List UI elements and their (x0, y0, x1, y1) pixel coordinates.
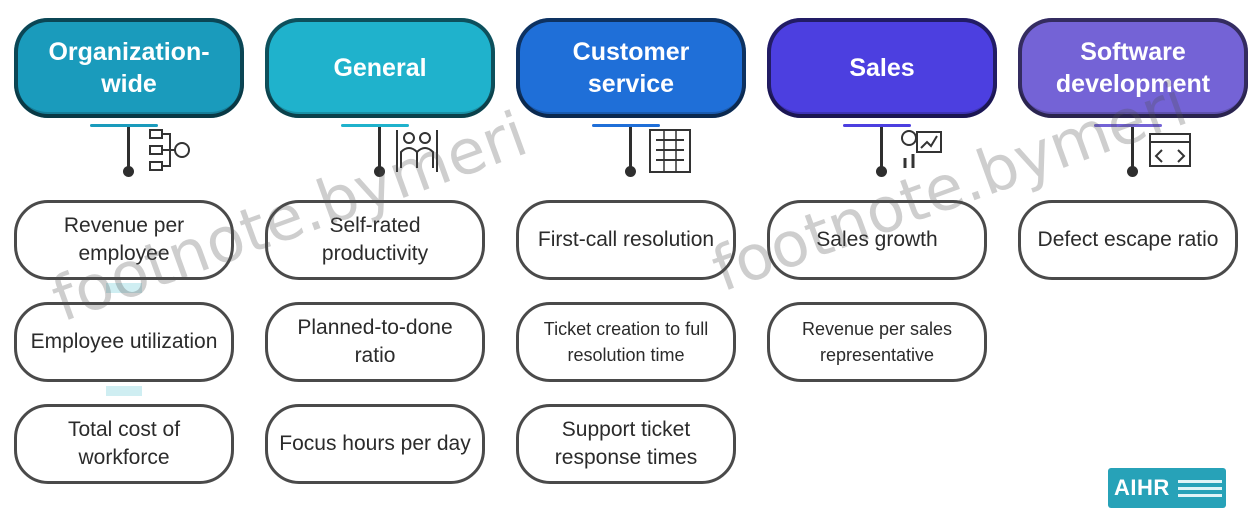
header-underline (90, 124, 158, 127)
connector-dot (123, 166, 134, 177)
connector-stem (127, 127, 130, 170)
category-title: Software development (1055, 38, 1211, 98)
category-title: General (333, 54, 427, 82)
connector-dot (876, 166, 887, 177)
metric-employee-utilization: Employee utilization (14, 302, 234, 382)
category-title: Sales (849, 54, 915, 82)
sales-chart-icon (901, 130, 942, 168)
pill-connector (106, 386, 142, 396)
column-sales: Sales Sales growth Revenue per sales rep… (767, 0, 997, 514)
header-underline (843, 124, 911, 127)
category-title: Organization-wide (48, 38, 210, 98)
metric-sales-growth: Sales growth (767, 200, 987, 280)
category-header-general: General (265, 18, 495, 118)
metric-label: Employee utilization (30, 330, 218, 353)
metric-revenue-per-sales-representative: Revenue per sales representative (767, 302, 987, 382)
connector-stem (629, 127, 632, 170)
metric-label: Support ticket response times (554, 418, 698, 469)
connector-dot (374, 166, 385, 177)
metric-revenue-per-employee: Revenue per employee (14, 200, 234, 280)
metric-label: First-call resolution (537, 228, 715, 251)
metric-label: Revenue per employee (63, 214, 185, 265)
org-chart-icon (149, 129, 190, 171)
connector-dot (1127, 166, 1138, 177)
metric-first-call-resolution: First-call resolution (516, 200, 736, 280)
category-header-organization-wide: Organization-wide (14, 18, 244, 118)
category-header-sales: Sales (767, 18, 997, 118)
ticket-list-icon (649, 129, 691, 173)
logo-lines (1177, 476, 1222, 501)
connector-dot (625, 166, 636, 177)
connector-stem (378, 127, 381, 170)
aihr-logo: AIHR (1108, 468, 1226, 508)
column-customer-service: Customer service First-call resolution T… (516, 0, 746, 514)
metric-label: Ticket creation to full resolution time (543, 319, 709, 365)
code-window-icon (1149, 133, 1191, 167)
metric-focus-hours-per-day: Focus hours per day (265, 404, 485, 484)
metric-support-ticket-response-times: Support ticket response times (516, 404, 736, 484)
header-underline (592, 124, 660, 127)
header-underline (1094, 124, 1162, 127)
logo-text: AIHR (1114, 475, 1170, 500)
column-organization-wide: Organization-wide Revenue per employee E… (14, 0, 244, 514)
pill-connector (106, 283, 142, 293)
metric-label: Planned-to-done ratio (297, 316, 453, 367)
category-header-software-development: Software development (1018, 18, 1248, 118)
metric-ticket-creation-to-resolution: Ticket creation to full resolution time (516, 302, 736, 382)
header-underline (341, 124, 409, 127)
metric-self-rated-productivity: Self-rated productivity (265, 200, 485, 280)
metric-label: Self-rated productivity (321, 214, 429, 265)
metric-label: Sales growth (816, 228, 938, 251)
connector-stem (1131, 127, 1134, 170)
column-general: General Self-rated productivity Planned-… (265, 0, 495, 514)
metric-defect-escape-ratio: Defect escape ratio (1018, 200, 1238, 280)
connector-stem (880, 127, 883, 170)
category-header-customer-service: Customer service (516, 18, 746, 118)
metric-label: Total cost of workforce (67, 418, 181, 469)
category-title: Customer service (572, 38, 690, 98)
metric-label: Focus hours per day (279, 432, 471, 455)
metric-label: Revenue per sales representative (801, 319, 953, 365)
column-software-development: Software development Defect escape ratio (1018, 0, 1248, 514)
people-icon (396, 130, 438, 172)
metric-label: Defect escape ratio (1037, 228, 1219, 251)
metric-planned-to-done-ratio: Planned-to-done ratio (265, 302, 485, 382)
metric-total-cost-of-workforce: Total cost of workforce (14, 404, 234, 484)
